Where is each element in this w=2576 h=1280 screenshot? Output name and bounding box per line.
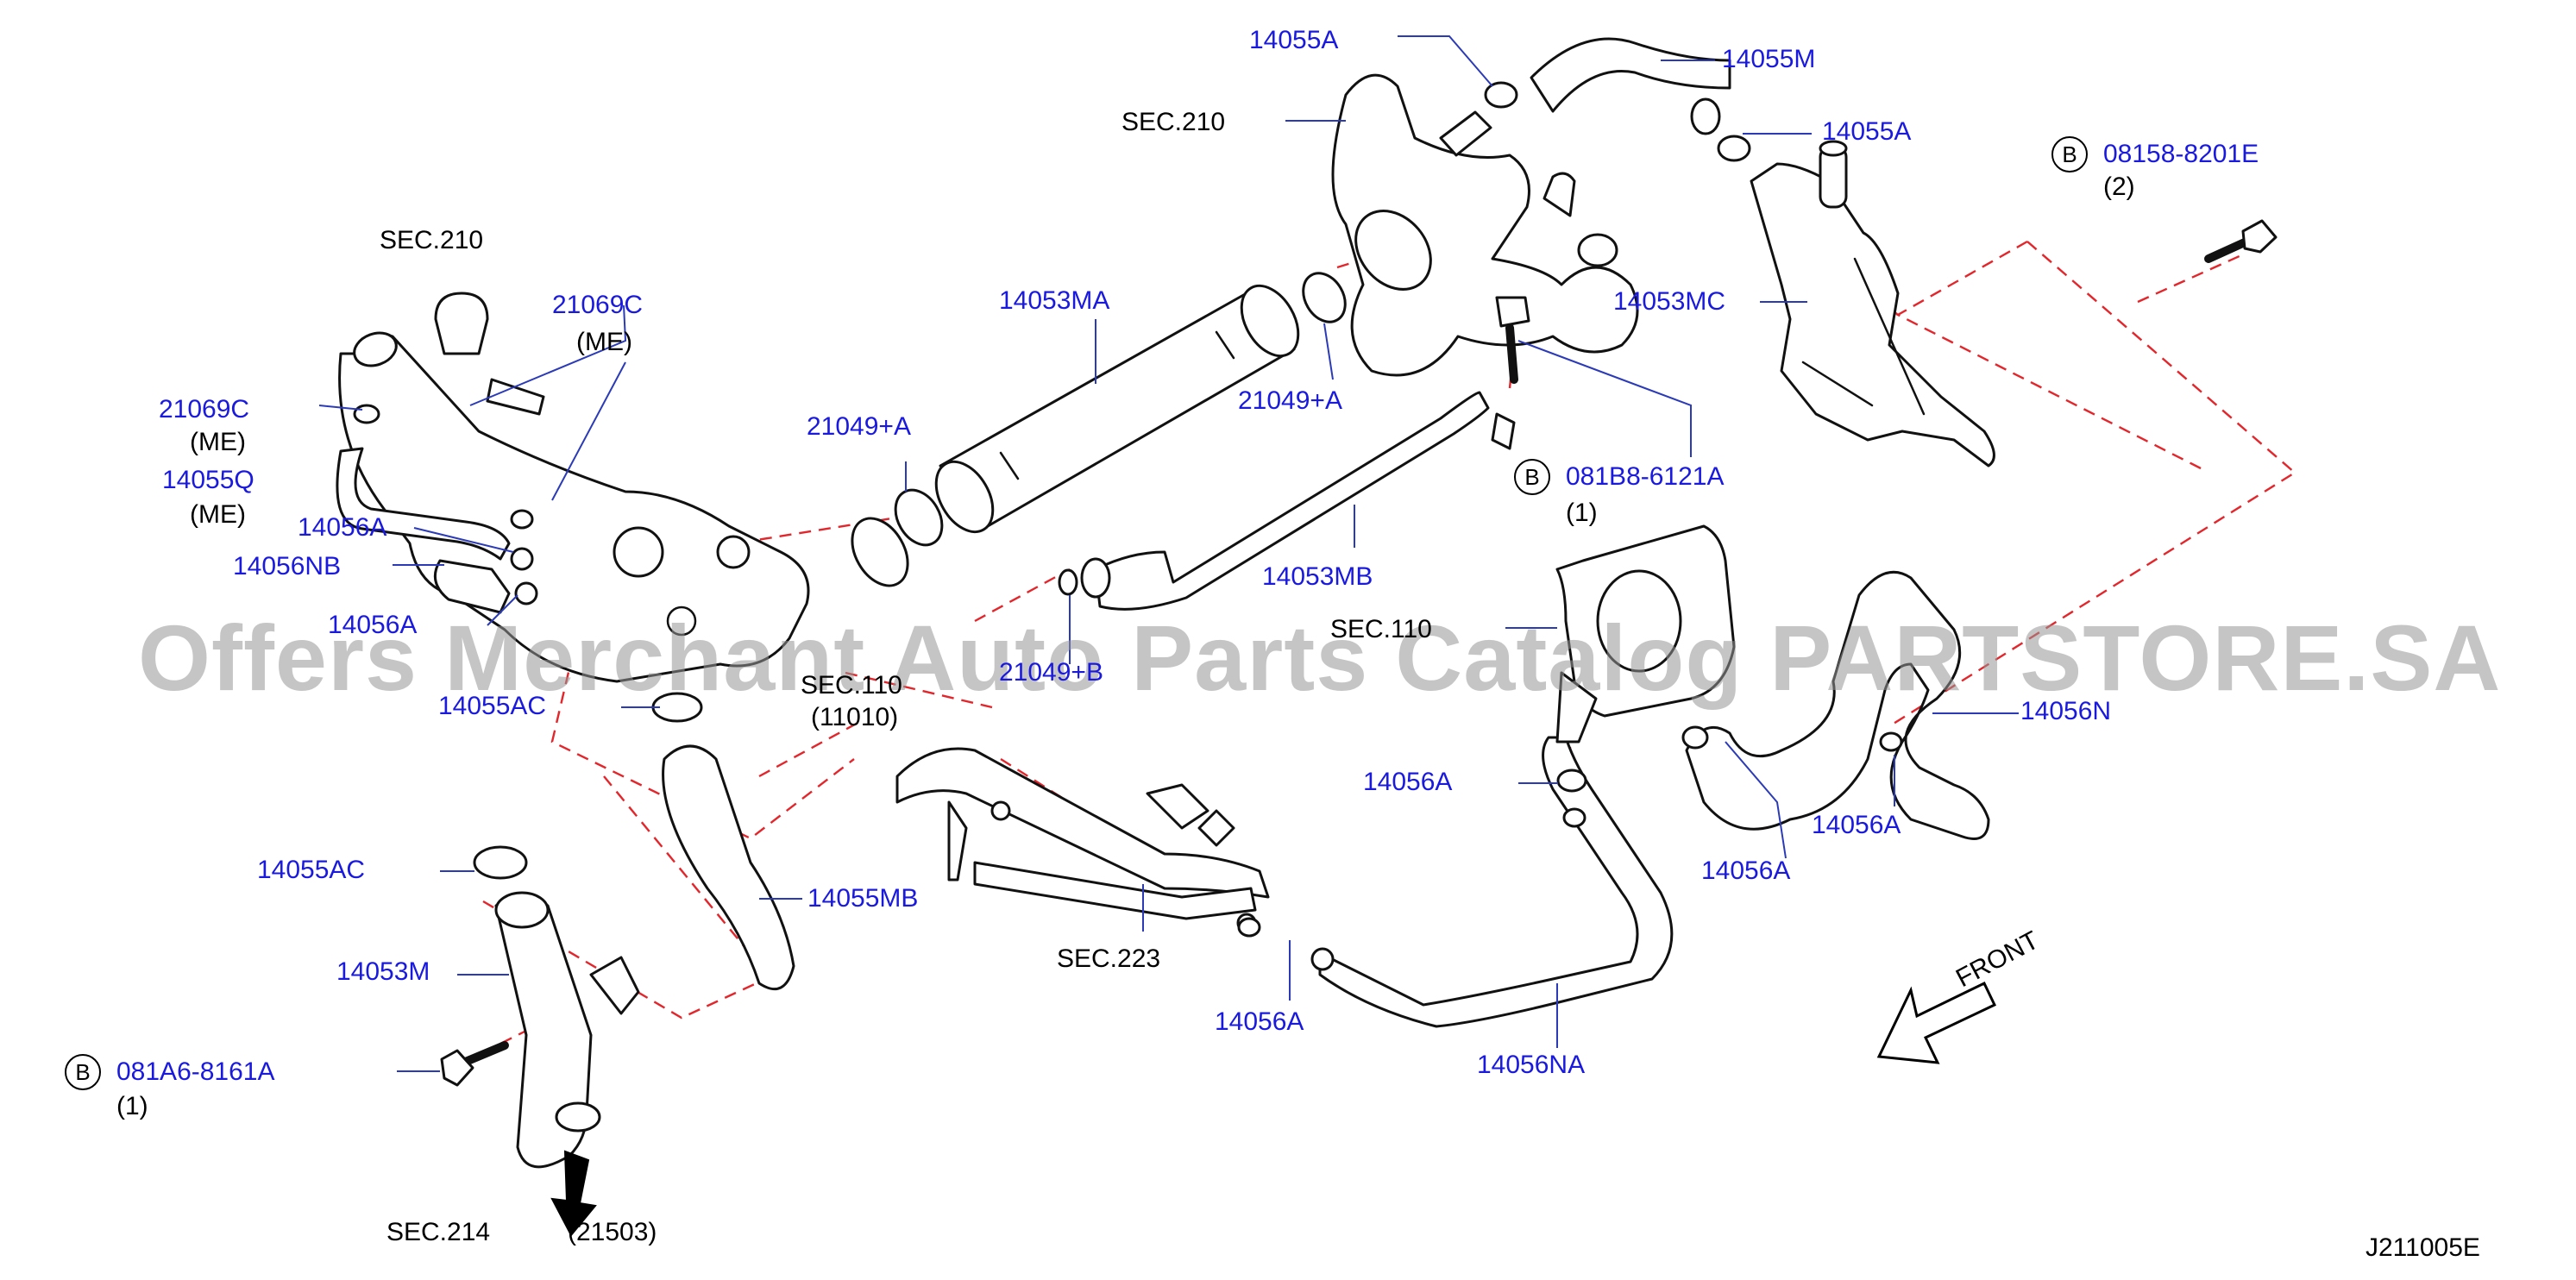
- label-sec110-mid[interactable]: SEC.110: [801, 671, 902, 700]
- label-21069C-right-me: (ME): [576, 328, 632, 356]
- clamp-14056A-5: [1879, 731, 1903, 752]
- label-sec223[interactable]: SEC.223: [1057, 944, 1161, 973]
- label-08158-qty: (2): [2103, 173, 2135, 201]
- bracket-14053MC: [1750, 140, 1995, 467]
- label-sec110-code: (11010): [811, 703, 899, 731]
- label-21069C-right[interactable]: 21069C: [552, 291, 644, 319]
- oring-21049B: [1058, 568, 1078, 596]
- label-08158-8201E[interactable]: 08158-8201E: [2103, 140, 2259, 168]
- hose-14055M-end: [1690, 97, 1721, 135]
- label-sec214-code: (21503): [568, 1218, 657, 1246]
- label-14055Q[interactable]: 14055Q: [162, 466, 254, 494]
- oring-21049A-right: [1302, 272, 1347, 323]
- pipe-14053MB: [1094, 391, 1490, 611]
- watermark: Offers Merchant Auto Parts Catalog PARTS…: [138, 605, 2502, 710]
- pipe-14053MA: [934, 284, 1300, 534]
- label-21049B[interactable]: 21049+B: [999, 658, 1103, 687]
- label-14053MA[interactable]: 14053MA: [999, 286, 1110, 315]
- clamp-21069C-right: [510, 509, 534, 530]
- leader-lines: [318, 35, 2019, 1072]
- bolt-081B8-6121A: [1495, 296, 1530, 384]
- label-21069C-left-me: (ME): [190, 428, 246, 456]
- pipe-assembly-sec223: [895, 747, 1270, 933]
- label-14056A-1[interactable]: 14056A: [298, 513, 387, 542]
- label-21069C-left[interactable]: 21069C: [159, 395, 250, 424]
- label-14056A-3[interactable]: 14056A: [1363, 768, 1453, 796]
- label-14055M[interactable]: 14055M: [1722, 45, 1816, 73]
- clamp-14056A-3: [1556, 769, 1587, 793]
- clamp-14056A-6: [1237, 917, 1261, 938]
- label-sec110-right[interactable]: SEC.110: [1330, 615, 1432, 643]
- label-081A6-8161A[interactable]: 081A6-8161A: [116, 1057, 275, 1086]
- pipe-14053MB-end: [1080, 557, 1111, 599]
- label-14056A-2[interactable]: 14056A: [328, 611, 418, 639]
- diagram-code: J211005E: [2366, 1233, 2480, 1262]
- pipe-14053M-top: [494, 891, 550, 929]
- water-inlet-sec110: [1555, 524, 1736, 744]
- front-arrow-icon: [1876, 981, 1997, 1064]
- bolt-badge-08158: B: [2051, 136, 2088, 173]
- label-sec210-left[interactable]: SEC.210: [380, 226, 484, 254]
- hose-14056NA-end: [1310, 947, 1335, 971]
- clamp-21069C-left: [353, 404, 380, 424]
- label-14056A-4[interactable]: 14056A: [1701, 856, 1791, 885]
- water-outlet-upper: [1331, 73, 1639, 377]
- clamp-14056A-2: [514, 581, 538, 605]
- label-21049A-left[interactable]: 21049+A: [807, 412, 911, 441]
- label-14056NA[interactable]: 14056NA: [1477, 1051, 1586, 1079]
- arrow-sec214: [550, 1150, 597, 1237]
- label-14056A-6[interactable]: 14056A: [1215, 1007, 1304, 1036]
- hose-14056NB: [433, 559, 511, 614]
- bolt-08158-8201E: [2204, 219, 2278, 263]
- label-081A6-qty: (1): [116, 1092, 148, 1120]
- hose-14055MB: [662, 744, 795, 991]
- label-21049A-right[interactable]: 21049+A: [1238, 386, 1342, 415]
- oring-21049A-left: [894, 488, 944, 547]
- clamp-14056A-3b: [1562, 807, 1586, 828]
- label-14056N[interactable]: 14056N: [2020, 697, 2112, 725]
- pipe-14053M-bottom: [555, 1101, 601, 1133]
- label-081B8-qty: (1): [1566, 499, 1598, 527]
- clamp-14056A-1: [510, 547, 534, 571]
- label-14053MB[interactable]: 14053MB: [1262, 562, 1373, 591]
- pipe-14053M-bracket: [589, 956, 640, 1015]
- bolt-badge-081A6: B: [65, 1054, 101, 1090]
- bolt-081A6-8161A: [440, 1041, 509, 1087]
- label-14055A-right[interactable]: 14055A: [1822, 117, 1912, 146]
- clamp-14056A-4: [1681, 725, 1709, 750]
- hose-14056N: [1685, 570, 1990, 840]
- label-sec214[interactable]: SEC.214: [386, 1218, 491, 1246]
- clamp-14055AC-2: [473, 845, 528, 880]
- label-sec210-top[interactable]: SEC.210: [1122, 108, 1226, 136]
- pipe-14053MB-tab: [1491, 412, 1516, 450]
- label-14053M[interactable]: 14053M: [336, 957, 430, 986]
- hose-14055Q: [336, 447, 511, 561]
- label-14055A-top[interactable]: 14055A: [1249, 26, 1339, 54]
- label-14055AC-1[interactable]: 14055AC: [438, 692, 547, 720]
- label-14055MB[interactable]: 14055MB: [807, 884, 919, 913]
- label-14056A-5[interactable]: 14056A: [1812, 811, 1901, 839]
- hose-14055M: [1530, 37, 1731, 113]
- clamp-14055A-right: [1717, 135, 1751, 162]
- label-14055AC-2[interactable]: 14055AC: [257, 856, 366, 884]
- label-14055Q-me: (ME): [190, 500, 246, 529]
- clamp-14055A-top: [1484, 81, 1518, 109]
- label-081B8-6121A[interactable]: 081B8-6121A: [1566, 462, 1725, 491]
- label-14053MC[interactable]: 14053MC: [1613, 287, 1726, 316]
- bolt-badge-081B8: B: [1514, 459, 1550, 495]
- label-14056NB[interactable]: 14056NB: [233, 552, 342, 580]
